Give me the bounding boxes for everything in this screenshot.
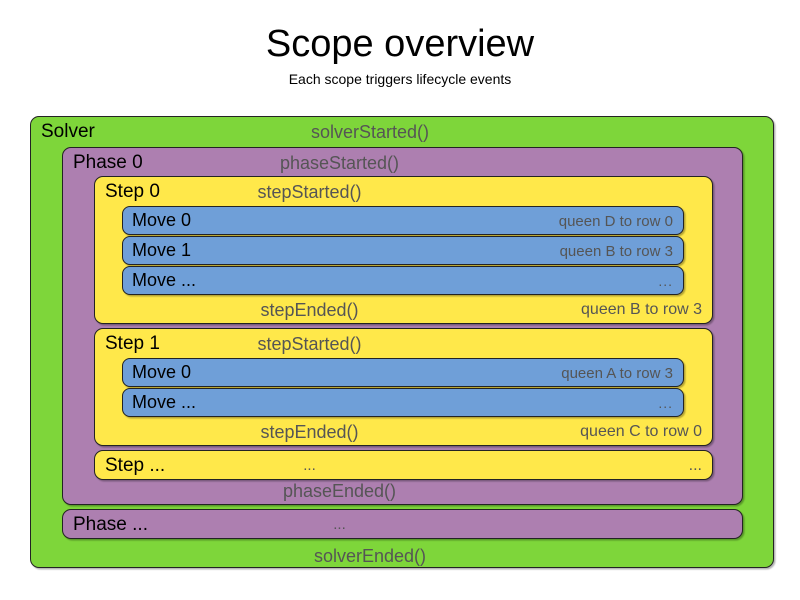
phase-0-scope-label: Phase 0 (73, 152, 143, 173)
move-label: Move ... (132, 392, 197, 412)
page-title: Scope overview (265, 23, 535, 65)
step-1-scope-box[interactable]: Step 1 stepStarted() Move 0 queen A to r… (94, 328, 713, 446)
phase-0-scope-box[interactable]: Phase 0 phaseStarted() Step 0 stepStarte… (62, 147, 743, 505)
step-1-footer: stepEnded() queen C to row 0 (95, 417, 712, 443)
move-detail: ... (658, 273, 673, 289)
step-1-scope-label: Step 1 (105, 333, 160, 354)
move-box[interactable]: Move 0 queen A to row 3 (122, 358, 684, 387)
step-0-ended-event-label: stepEnded() (260, 300, 359, 320)
page-subtitle: Each scope triggers lifecycle events (288, 71, 512, 87)
step-0-footer: stepEnded() queen B to row 3 (95, 295, 712, 321)
move-label: Move 0 (132, 362, 192, 382)
move-box[interactable]: Move ... ... (122, 266, 684, 295)
move-box[interactable]: Move 1 queen B to row 3 (122, 236, 684, 265)
move-box[interactable]: Move 0 queen D to row 0 (122, 206, 684, 235)
solver-started-event-label: solverStarted() (310, 122, 430, 142)
step-0-scope-box[interactable]: Step 0 stepStarted() Move 0 queen D to r… (94, 176, 713, 324)
move-box[interactable]: Move ... ... (122, 388, 684, 417)
move-label: Move ... (132, 270, 197, 290)
solver-scope-label: Solver (41, 121, 95, 142)
diagram-header: Scope overview Each scope triggers lifec… (0, 22, 800, 88)
move-detail: ... (658, 395, 673, 411)
step-ellipsis-scope-label: Step ... (105, 455, 166, 476)
step-ellipsis-scope-box[interactable]: Step ... ... ... (94, 450, 713, 480)
step-ellipsis-detail: ... (688, 457, 702, 474)
solver-footer: solverEnded() (31, 541, 773, 567)
step-1-ended-detail: queen C to row 0 (580, 423, 702, 440)
step-1-ended-event-label: stepEnded() (260, 422, 359, 442)
step-0-scope-label: Step 0 (105, 181, 160, 202)
move-detail: queen D to row 0 (558, 213, 673, 230)
phase-0-footer: phaseEnded() (63, 476, 742, 502)
solver-scope-box[interactable]: Solver solverStarted() Phase 0 phaseStar… (30, 116, 774, 568)
move-detail: queen B to row 3 (559, 243, 673, 260)
move-label: Move 1 (132, 240, 192, 260)
phase-started-event-label: phaseStarted() (279, 153, 400, 173)
step-0-started-event-label: stepStarted() (257, 182, 362, 202)
phase-ellipsis-event-label: ... (333, 516, 346, 533)
phase-ended-event-label: phaseEnded() (282, 481, 397, 501)
phase-ellipsis-scope-box[interactable]: Phase ... ... (62, 509, 743, 539)
solver-ended-event-label: solverEnded() (313, 546, 427, 566)
move-detail: queen A to row 3 (561, 365, 673, 382)
move-label: Move 0 (132, 210, 192, 230)
step-1-started-event-label: stepStarted() (257, 334, 362, 354)
step-ellipsis-event-label: ... (303, 457, 316, 474)
phase-ellipsis-scope-label: Phase ... (73, 514, 148, 535)
step-0-ended-detail: queen B to row 3 (581, 301, 702, 318)
